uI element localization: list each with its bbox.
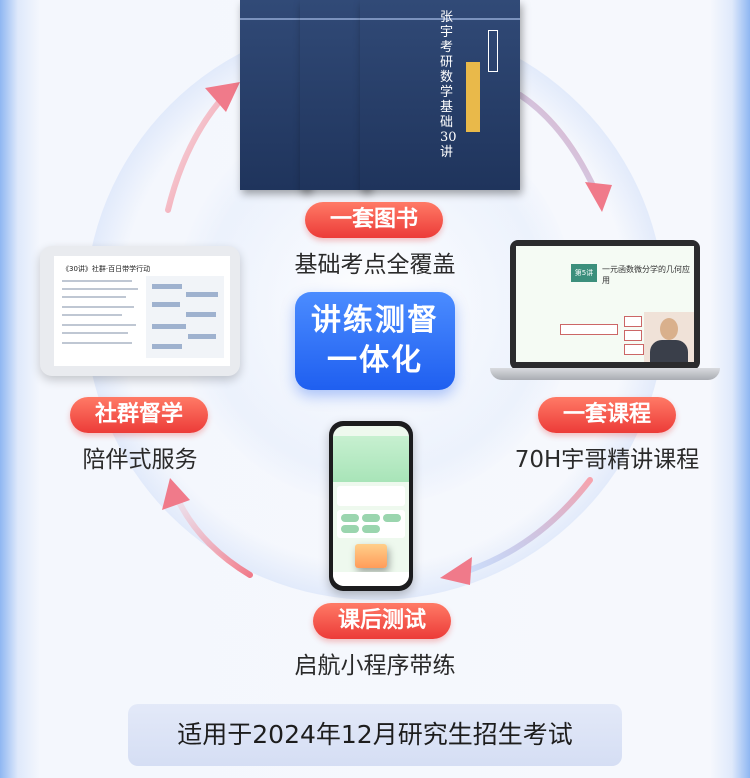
applicable-exam-banner: 适用于2024年12月研究生招生考试: [128, 704, 622, 766]
tablet-screen: 《30讲》社群·百日带学行动: [54, 256, 230, 366]
lesson-title: 一元函数微分学的几何应用: [602, 265, 690, 285]
book-1: [240, 0, 310, 190]
lesson-chip: 第5讲: [571, 264, 597, 282]
laptop-lid: 第5讲 一元函数微分学的几何应用: [510, 240, 700, 370]
slogan-line-1: 讲练测督: [311, 303, 439, 338]
arrow-top-right: [517, 92, 598, 193]
arrow-head-top-left: [205, 82, 240, 112]
sub-books: 基础考点全覆盖: [294, 252, 456, 278]
sub-test: 启航小程序带练: [294, 653, 456, 679]
phone-hero: [333, 436, 409, 482]
arrow-top-left: [165, 92, 228, 213]
phone-screen: [333, 426, 409, 586]
book-badge: [466, 62, 480, 132]
book-seal: [488, 30, 498, 72]
laptop-image: 第5讲 一元函数微分学的几何应用: [490, 240, 720, 385]
book-set-image: 张宇考研数学基础30讲: [240, 0, 520, 190]
sub-course: 70H宇哥精讲课程: [514, 447, 700, 473]
book-3: 张宇考研数学基础30讲: [360, 0, 520, 190]
laptop-base: [490, 368, 720, 380]
arrow-head-bottom-right: [440, 557, 472, 585]
mind-map: [146, 276, 224, 358]
tablet-image: 《30讲》社群·百日带学行动: [40, 246, 240, 376]
phone-image: [329, 421, 413, 591]
tablet-heading: 《30讲》社群·百日带学行动: [62, 265, 151, 273]
arrow-head-bottom-left: [162, 478, 190, 510]
tag-community: 社群督学: [70, 397, 208, 433]
arrow-head-top-right: [585, 182, 612, 212]
center-slogan: 讲练测督 一体化: [295, 292, 455, 390]
book-title: 张宇考研数学基础30讲: [440, 10, 457, 160]
phone-book-icon: [355, 544, 387, 568]
slogan-line-2: 一体化: [327, 343, 423, 378]
arrow-bottom-right: [467, 477, 593, 573]
sub-community: 陪伴式服务: [82, 447, 198, 473]
tag-course: 一套课程: [538, 397, 676, 433]
book-2: [300, 0, 370, 190]
laptop-screen: 第5讲 一元函数微分学的几何应用: [516, 246, 694, 362]
arrow-bottom-left: [175, 497, 253, 578]
phone-tabbar: [333, 572, 409, 586]
tag-books: 一套图书: [305, 202, 443, 238]
tag-test: 课后测试: [313, 603, 451, 639]
teacher-video: [644, 312, 694, 362]
